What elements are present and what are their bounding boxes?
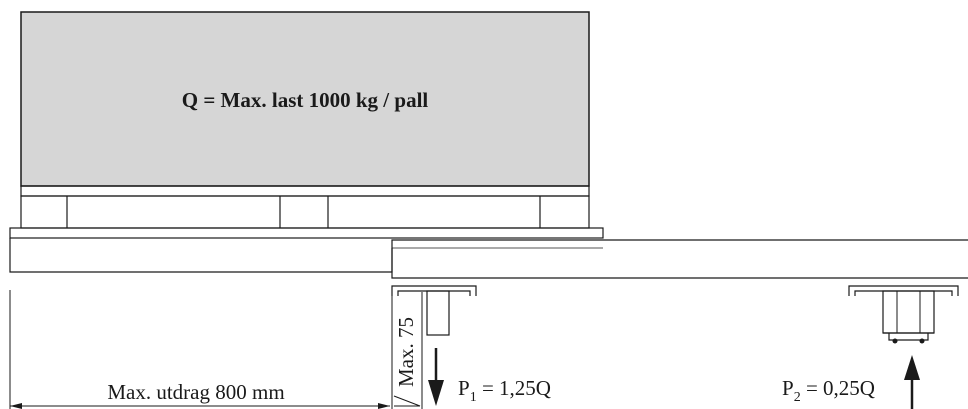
fixed-frame	[391, 239, 968, 279]
extending-shelf	[9, 227, 604, 273]
pallet	[20, 185, 590, 229]
height-label: Max. 75	[394, 317, 418, 387]
rear-support	[848, 285, 959, 344]
extension-label: Max. utdrag 800 mm	[107, 380, 284, 404]
force-p2-label: P2 = 0,25Q	[782, 376, 875, 405]
force-p1-label: P1 = 1,25Q	[458, 376, 551, 405]
load-box	[20, 11, 590, 187]
force-p2-arrow	[904, 355, 920, 409]
extension-dimension	[9, 290, 393, 409]
height-dimension	[393, 292, 423, 409]
load-label: Q = Max. last 1000 kg / pall	[182, 88, 429, 112]
force-p1-arrow	[428, 348, 444, 406]
